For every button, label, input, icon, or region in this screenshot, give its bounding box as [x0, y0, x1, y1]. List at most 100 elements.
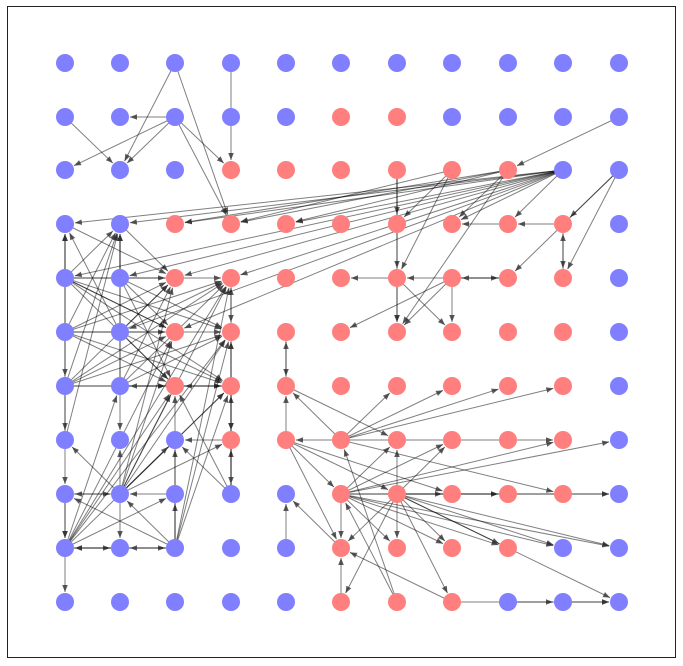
- red-node: [388, 377, 406, 395]
- blue-node: [56, 593, 74, 611]
- graph-edge: [287, 386, 389, 437]
- red-node: [443, 269, 461, 287]
- graph-edge: [73, 117, 174, 167]
- blue-node: [111, 377, 129, 395]
- blue-node: [610, 593, 628, 611]
- graph-edge: [342, 387, 554, 441]
- graph-edge: [403, 171, 451, 218]
- graph-edge: [66, 224, 167, 275]
- graph-edge: [179, 394, 231, 493]
- graph-edge: [342, 439, 554, 493]
- red-node: [499, 431, 517, 449]
- graph-edge: [120, 339, 226, 493]
- graph-edge: [66, 332, 167, 383]
- graph-edge: [65, 233, 118, 385]
- red-node: [277, 431, 295, 449]
- graph-edge: [120, 286, 171, 385]
- blue-node: [222, 539, 240, 557]
- blue-node: [499, 54, 517, 72]
- graph-edge: [121, 443, 223, 494]
- red-node: [388, 431, 406, 449]
- graph-edge: [69, 232, 120, 331]
- graph-edge: [66, 278, 167, 329]
- red-node: [443, 431, 461, 449]
- edge-layer: [62, 64, 619, 605]
- red-node: [332, 108, 350, 126]
- graph-edge: [66, 332, 222, 384]
- red-node: [443, 539, 461, 557]
- blue-node: [56, 215, 74, 233]
- graph-edge: [342, 446, 391, 493]
- red-node: [388, 323, 406, 341]
- blue-node: [166, 54, 184, 72]
- blue-node: [554, 161, 572, 179]
- red-node: [499, 539, 517, 557]
- blue-node: [610, 108, 628, 126]
- blue-node: [554, 54, 572, 72]
- blue-node: [56, 108, 74, 126]
- graph-edge: [120, 279, 171, 378]
- red-node: [332, 485, 350, 503]
- blue-node: [610, 269, 628, 287]
- graph-edge: [121, 333, 169, 380]
- graph-edge: [126, 118, 174, 164]
- blue-node: [610, 323, 628, 341]
- blue-node: [111, 269, 129, 287]
- blue-node: [111, 54, 129, 72]
- red-node: [499, 485, 517, 503]
- red-node: [499, 269, 517, 287]
- red-node: [554, 215, 572, 233]
- graph-edge: [345, 502, 397, 601]
- red-node: [443, 323, 461, 341]
- blue-node: [277, 593, 295, 611]
- blue-node: [222, 593, 240, 611]
- red-node: [443, 485, 461, 503]
- blue-node: [610, 54, 628, 72]
- red-node: [277, 215, 295, 233]
- blue-node: [443, 54, 461, 72]
- blue-node: [56, 431, 74, 449]
- blue-node: [111, 539, 129, 557]
- graph-edge: [121, 284, 169, 331]
- graph-edge: [65, 393, 170, 547]
- blue-node: [166, 108, 184, 126]
- blue-node: [56, 323, 74, 341]
- red-node: [388, 161, 406, 179]
- blue-node: [111, 161, 129, 179]
- red-node: [443, 377, 461, 395]
- blue-node: [277, 108, 295, 126]
- graph-edge: [295, 169, 562, 224]
- graph-edge: [343, 449, 397, 601]
- node-layer: [56, 54, 628, 611]
- graph-edge: [74, 169, 562, 225]
- graph-edge: [66, 230, 114, 277]
- red-node: [388, 485, 406, 503]
- graph-edge: [120, 287, 174, 493]
- red-node: [277, 269, 295, 287]
- red-node: [443, 161, 461, 179]
- blue-node: [111, 108, 129, 126]
- red-node: [388, 593, 406, 611]
- blue-node: [610, 431, 628, 449]
- blue-node: [610, 161, 628, 179]
- graph-edge: [65, 233, 119, 439]
- graph-edge: [402, 171, 508, 325]
- graph-edge: [129, 170, 562, 330]
- red-node: [332, 215, 350, 233]
- red-node: [332, 431, 350, 449]
- graph-edge: [342, 494, 444, 545]
- blue-node: [166, 593, 184, 611]
- graph-edge: [121, 281, 223, 332]
- blue-node: [222, 485, 240, 503]
- plot-frame: [7, 6, 676, 658]
- graph-edge: [66, 334, 222, 386]
- graph-edge: [286, 441, 337, 540]
- blue-node: [222, 108, 240, 126]
- red-node: [388, 108, 406, 126]
- blue-node: [499, 593, 517, 611]
- graph-edge: [66, 335, 167, 386]
- graph-edge: [567, 171, 619, 270]
- graph-edge: [342, 440, 610, 495]
- graph-edge: [287, 441, 335, 488]
